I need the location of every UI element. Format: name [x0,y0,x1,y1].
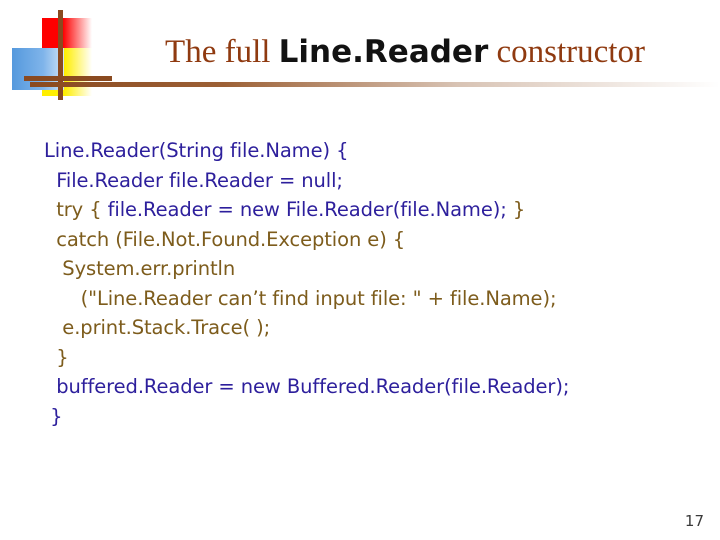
page-title-segment-1: The full [165,34,279,70]
title-divider-rule [30,82,720,87]
page-title: The full Line.Reader constructor [100,36,710,69]
code-line: e.print.Stack.Trace( ); [44,313,694,343]
code-token: file.Reader = new File.Reader(file.Name)… [107,198,513,221]
code-line: ("Line.Reader can’t find input file: " +… [44,284,694,314]
code-token: System.err.println [44,257,236,280]
code-token: buffered.Reader = new Buffered.Reader(fi… [44,375,570,398]
code-block: Line.Reader(String file.Name) { File.Rea… [44,136,694,431]
code-token: e.print.Stack.Trace( ); [44,316,271,339]
code-line: File.Reader file.Reader = null; [44,166,694,196]
code-token: } [44,345,69,369]
code-line: System.err.println [44,254,694,284]
code-line: buffered.Reader = new Buffered.Reader(fi… [44,372,694,402]
page-title-segment-3: constructor [488,34,645,70]
code-line: } [44,343,694,373]
code-token: File.Reader file.Reader = null; [44,168,343,192]
code-token: } [44,404,63,428]
code-line: Line.Reader(String file.Name) { [44,136,694,166]
code-token: ("Line.Reader can’t find input file: " +… [44,286,557,310]
page-number: 17 [684,512,704,530]
code-token: catch (File.Not.Found.Exception e) { [44,227,406,251]
code-token: Line.Reader(String file.Name) { [44,139,349,162]
code-line: try { file.Reader = new File.Reader(file… [44,195,694,225]
code-line: catch (File.Not.Found.Exception e) { [44,225,694,255]
slide-logo-decoration [0,0,130,110]
page-title-segment-2: Line.Reader [278,34,489,70]
code-token: try { [44,198,108,221]
code-line: } [44,402,694,432]
logo-vertical-bar [58,10,63,100]
logo-horizontal-bar [24,76,112,81]
code-token: } [512,198,526,221]
